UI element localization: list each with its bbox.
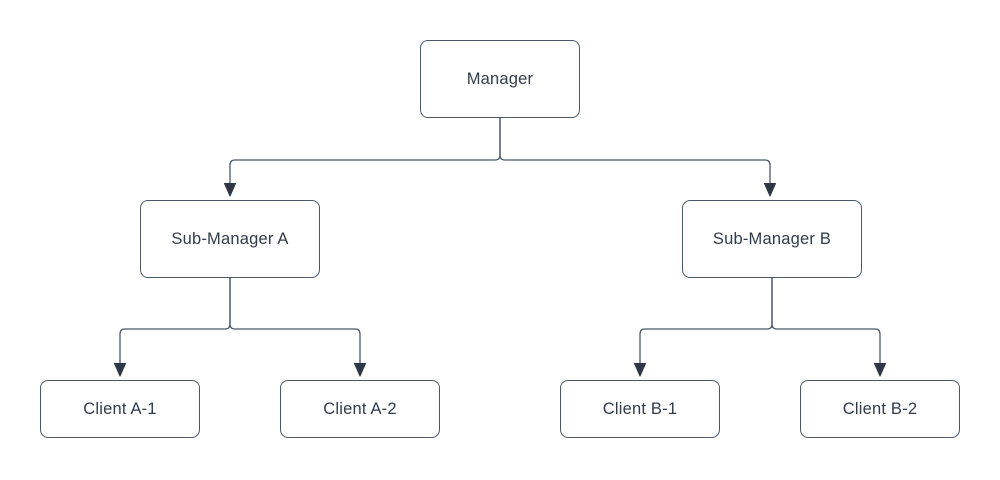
arrowhead-icon bbox=[224, 183, 236, 197]
arrowhead-icon bbox=[354, 363, 366, 377]
edge-manager-to-sub-manager-a bbox=[224, 118, 501, 197]
arrowhead-icon bbox=[764, 183, 776, 197]
node-client-b-1-label: Client B-1 bbox=[602, 399, 678, 418]
arrowhead-icon bbox=[634, 363, 646, 377]
edge-line bbox=[229, 118, 501, 183]
edge-sub-manager-b-to-client-b-1 bbox=[634, 278, 773, 377]
edge-line bbox=[639, 278, 773, 363]
edge-sub-manager-b-to-client-b-2 bbox=[771, 278, 886, 377]
edge-line bbox=[119, 278, 231, 363]
edge-sub-manager-a-to-client-a-1 bbox=[114, 278, 231, 377]
node-client-b-1[interactable]: Client B-1 bbox=[560, 380, 720, 438]
edge-line bbox=[229, 278, 361, 363]
arrowhead-icon bbox=[114, 363, 126, 377]
node-client-a-1[interactable]: Client A-1 bbox=[40, 380, 200, 438]
node-sub-manager-b-label: Sub-Manager B bbox=[712, 229, 832, 248]
node-manager[interactable]: Manager bbox=[420, 40, 580, 118]
node-sub-manager-b[interactable]: Sub-Manager B bbox=[682, 200, 862, 278]
edge-line bbox=[499, 118, 771, 183]
node-sub-manager-a-label: Sub-Manager A bbox=[171, 229, 289, 248]
edge-sub-manager-a-to-client-a-2 bbox=[229, 278, 366, 377]
node-client-b-2-label: Client B-2 bbox=[842, 399, 918, 418]
node-client-a-2[interactable]: Client A-2 bbox=[280, 380, 440, 438]
node-client-a-1-label: Client A-1 bbox=[83, 399, 157, 418]
node-manager-label: Manager bbox=[466, 69, 534, 88]
node-sub-manager-a[interactable]: Sub-Manager A bbox=[140, 200, 320, 278]
arrowhead-icon bbox=[874, 363, 886, 377]
edge-manager-to-sub-manager-b bbox=[499, 118, 776, 197]
edge-line bbox=[771, 278, 881, 363]
node-client-a-2-label: Client A-2 bbox=[323, 399, 397, 418]
node-client-b-2[interactable]: Client B-2 bbox=[800, 380, 960, 438]
